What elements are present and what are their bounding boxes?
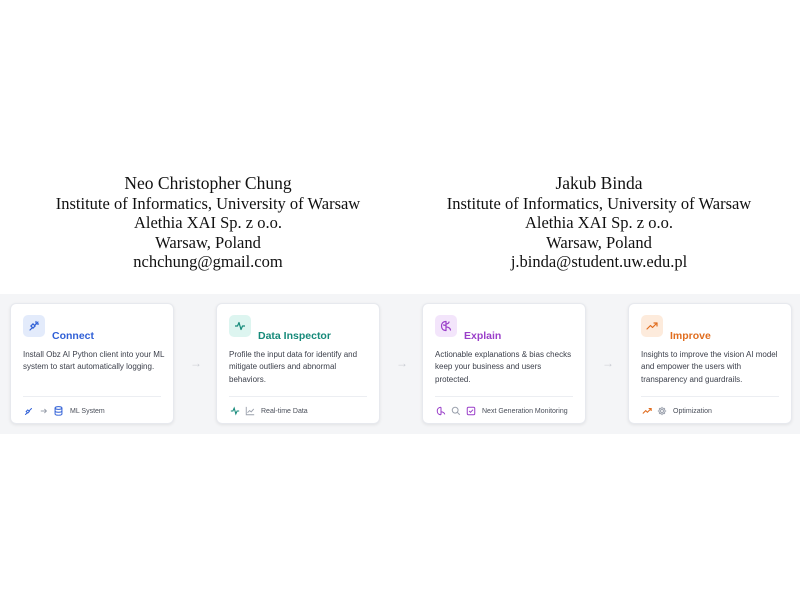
brain-icon (435, 315, 457, 337)
divider (641, 396, 779, 397)
step-title: Improve (670, 330, 711, 342)
line-chart-icon (244, 406, 255, 417)
database-icon (53, 406, 64, 417)
author-company: Alethia XAI Sp. z o.o. (524, 213, 674, 233)
step-description: Install Obz AI Python client into your M… (23, 350, 165, 372)
step-footer-label: ML System (70, 407, 105, 415)
author-email: nchchung@gmail.com (133, 252, 283, 272)
author-1: Neo Christopher Chung Institute of Infor… (8, 172, 408, 272)
step-title: Connect (52, 330, 94, 342)
step-footer: Next Generation Monitoring (435, 405, 568, 417)
gear-icon (656, 406, 667, 417)
divider (229, 396, 367, 397)
step-card-data-inspector: Data Inspector Profile the input data fo… (216, 303, 380, 424)
search-icon (450, 406, 461, 417)
pulse-icon (229, 406, 240, 417)
plug-icon (23, 406, 34, 417)
arrow-right-icon: → (396, 356, 408, 370)
author-affiliation: Institute of Informatics, University of … (446, 194, 752, 213)
step-description: Profile the input data for identify and … (229, 350, 358, 384)
trending-up-icon (641, 406, 652, 417)
author-2: Jakub Binda Institute of Informatics, Un… (399, 172, 799, 272)
step-footer-label: Next Generation Monitoring (482, 407, 568, 415)
author-affiliation: Institute of Informatics, University of … (55, 194, 361, 213)
step-footer: ML System (23, 405, 105, 417)
step-card-connect: Connect Install Obz AI Python client int… (10, 303, 174, 424)
arrow-right-icon: → (190, 356, 202, 370)
pulse-icon (229, 315, 251, 337)
arrow-right-icon: → (602, 356, 614, 370)
step-description: Insights to improve the vision AI model … (641, 350, 778, 384)
author-company: Alethia XAI Sp. z o.o. (133, 213, 283, 233)
author-name: Jakub Binda (555, 173, 643, 193)
step-title: Explain (464, 330, 502, 342)
author-location: Warsaw, Poland (155, 232, 261, 252)
step-footer-label: Real-time Data (261, 407, 308, 415)
authors-block: Neo Christopher Chung Institute of Infor… (0, 172, 800, 282)
check-square-icon (465, 406, 476, 417)
step-description: Actionable explanations & bias checks ke… (435, 350, 572, 384)
step-card-improve: Improve Insights to improve the vision A… (628, 303, 792, 424)
brain-icon (435, 406, 446, 417)
workflow-band: Connect Install Obz AI Python client int… (0, 294, 800, 434)
step-footer-label: Optimization (673, 407, 712, 415)
author-email: j.binda@student.uw.edu.pl (510, 252, 688, 272)
divider (435, 396, 573, 397)
author-location: Warsaw, Poland (546, 232, 652, 252)
author-name: Neo Christopher Chung (124, 173, 292, 193)
step-footer: Optimization (641, 405, 712, 417)
step-title: Data Inspector (258, 330, 331, 342)
step-card-explain: Explain Actionable explanations & bias c… (422, 303, 586, 424)
trending-up-icon (641, 315, 663, 337)
divider (23, 396, 161, 397)
plug-icon (23, 315, 45, 337)
step-footer: Real-time Data (229, 405, 308, 417)
arrow-right-icon (38, 406, 49, 417)
